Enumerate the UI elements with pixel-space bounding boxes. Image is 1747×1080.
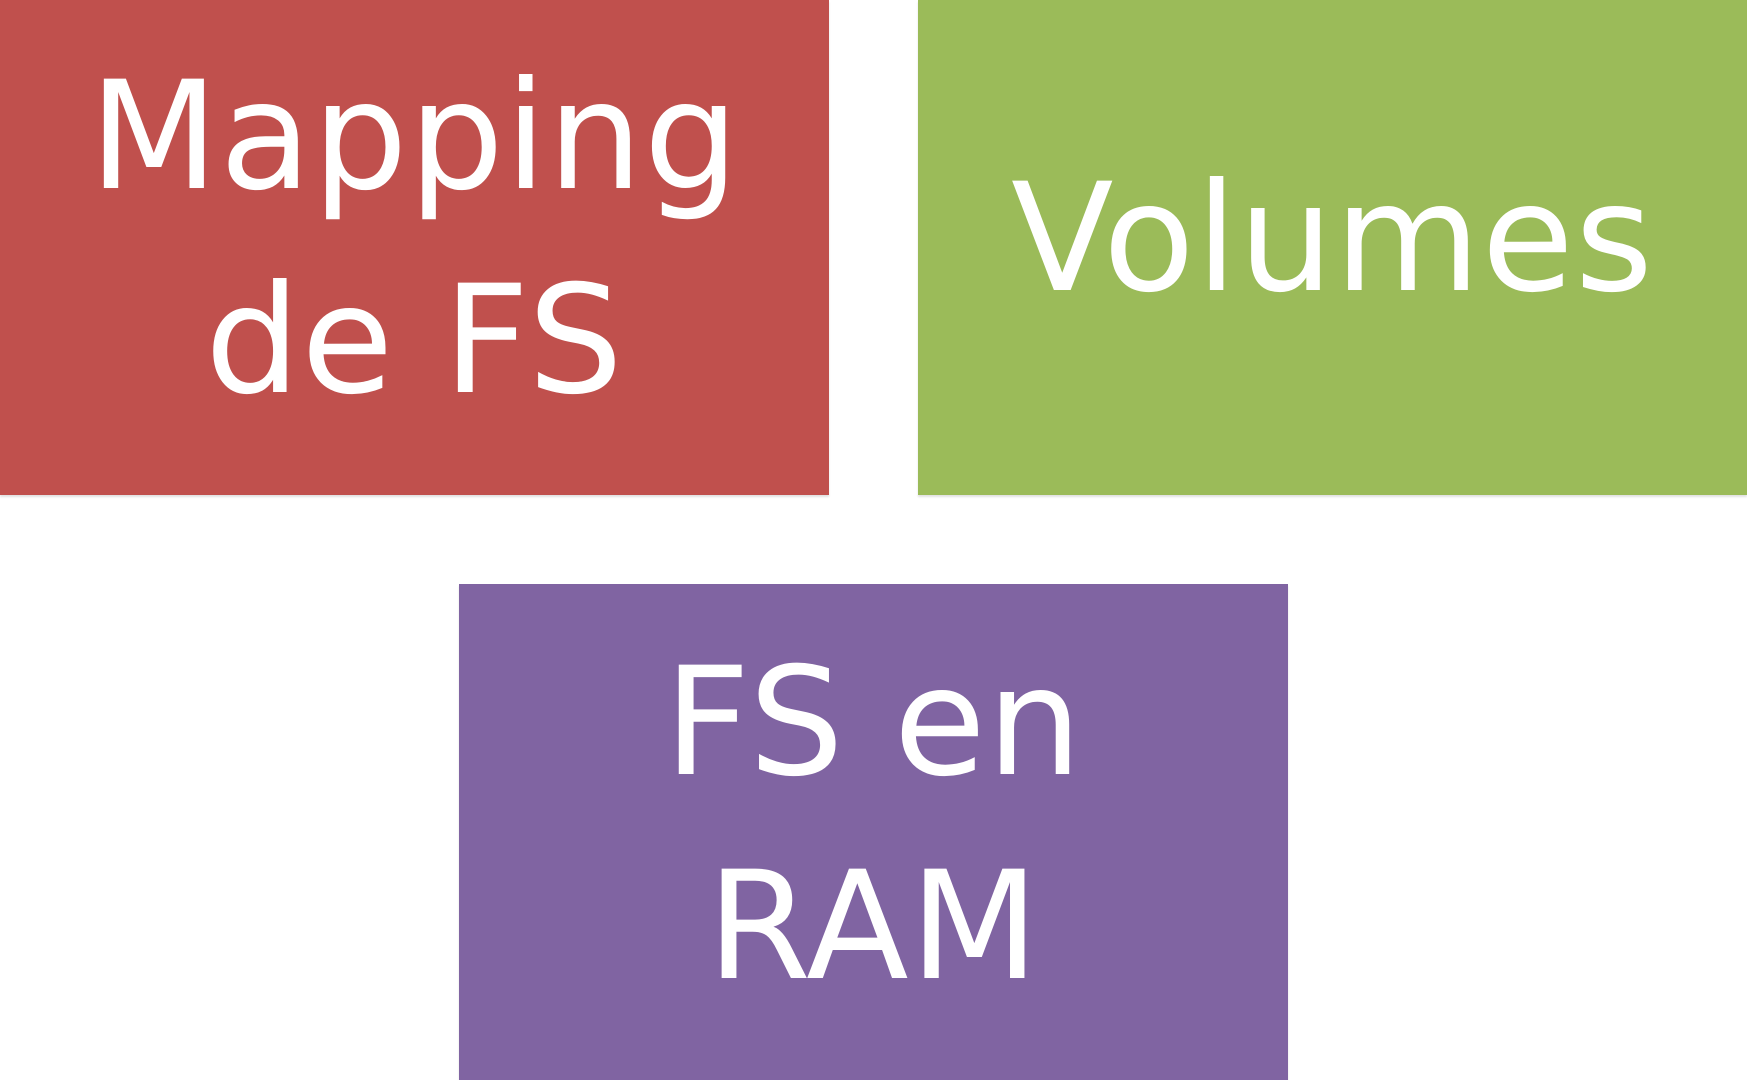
tile-label-volumes: Volumes <box>1010 151 1655 326</box>
tile-volumes: Volumes <box>918 0 1747 495</box>
tile-fs-en-ram: FS en RAM <box>459 584 1288 1080</box>
tile-mapping-de-fs: Mapping de FS <box>0 0 829 495</box>
tile-label-mapping-de-fs: Mapping de FS <box>89 49 740 428</box>
tile-label-fs-en-ram: FS en RAM <box>664 636 1083 1014</box>
